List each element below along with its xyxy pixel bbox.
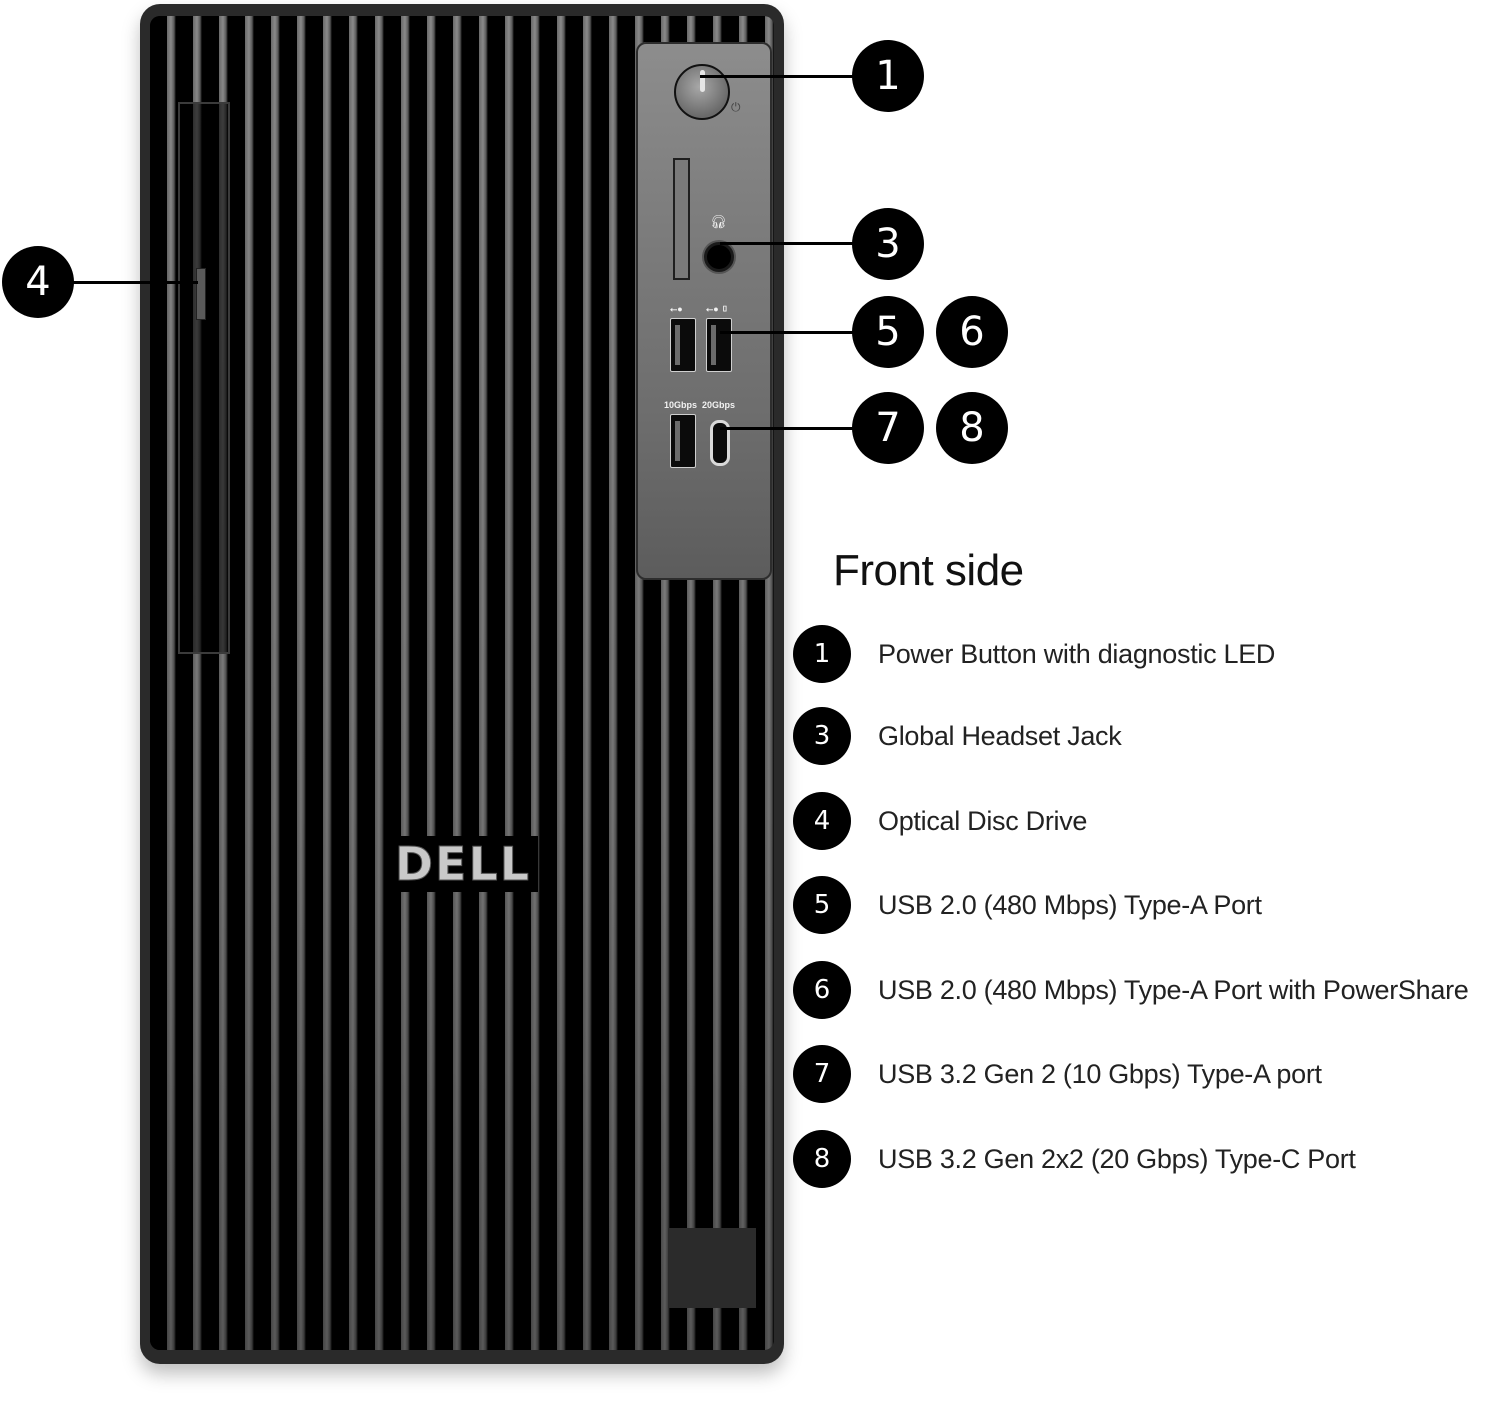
dell-logo-text: DELL bbox=[394, 837, 532, 891]
odd-eject-button bbox=[196, 268, 206, 320]
headset-jack bbox=[704, 242, 734, 272]
legend-label: Power Button with diagnostic LED bbox=[878, 638, 1276, 669]
leader-line-7-8 bbox=[720, 427, 860, 430]
usb-powershare-icon: ⭠● ▯ bbox=[706, 304, 729, 314]
usb-icon: ⭠● bbox=[670, 304, 683, 314]
legend-label: USB 2.0 (480 Mbps) Type-A Port with Powe… bbox=[878, 974, 1469, 1005]
leader-line-3 bbox=[720, 242, 860, 245]
usb-10gbps-label: 10Gbps bbox=[664, 400, 698, 410]
usb-a-port-7 bbox=[670, 414, 696, 468]
legend-number: 7 bbox=[793, 1045, 851, 1103]
legend-item: 1 Power Button with diagnostic LED bbox=[793, 624, 1275, 684]
dell-logo: DELL bbox=[388, 836, 538, 892]
leader-line-1 bbox=[700, 75, 860, 78]
callout-3: 3 bbox=[852, 208, 924, 280]
card-slot bbox=[673, 158, 690, 280]
legend-item: 6 USB 2.0 (480 Mbps) Type-A Port with Po… bbox=[793, 960, 1469, 1020]
optical-disc-drive-bay bbox=[178, 102, 230, 654]
legend-item: 3 Global Headset Jack bbox=[793, 706, 1122, 766]
legend-item: 5 USB 2.0 (480 Mbps) Type-A Port bbox=[793, 875, 1262, 935]
usb-20gbps-label: 20Gbps bbox=[702, 400, 736, 410]
usb-a-port-5 bbox=[670, 318, 696, 372]
legend-number: 8 bbox=[793, 1130, 851, 1188]
callout-7: 7 bbox=[852, 392, 924, 464]
callout-5: 5 bbox=[852, 296, 924, 368]
legend-item: 8 USB 3.2 Gen 2x2 (20 Gbps) Type-C Port bbox=[793, 1129, 1356, 1189]
legend-number: 5 bbox=[793, 876, 851, 934]
front-bezel: ⏻ 🎧︎ ⭠● ⭠● ▯ 10Gbps 20Gbps DELL bbox=[150, 16, 774, 1350]
usb-c-port-8 bbox=[710, 420, 730, 466]
diagnostic-led bbox=[700, 70, 705, 92]
legend-label: USB 3.2 Gen 2 (10 Gbps) Type-A port bbox=[878, 1058, 1322, 1089]
headset-icon: 🎧︎ bbox=[710, 214, 727, 229]
front-io-panel: ⏻ 🎧︎ ⭠● ⭠● ▯ 10Gbps 20Gbps bbox=[636, 42, 772, 580]
legend-number: 4 bbox=[793, 792, 851, 850]
bezel-bottom-panel bbox=[668, 1228, 756, 1308]
legend-title: Front side bbox=[833, 546, 1024, 595]
legend-label: USB 3.2 Gen 2x2 (20 Gbps) Type-C Port bbox=[878, 1143, 1356, 1174]
callout-8: 8 bbox=[936, 392, 1008, 464]
legend-number: 3 bbox=[793, 707, 851, 765]
power-icon: ⏻ bbox=[731, 100, 741, 114]
legend-number: 1 bbox=[793, 625, 851, 683]
leader-line-5-6 bbox=[720, 331, 860, 334]
legend-label: Optical Disc Drive bbox=[878, 805, 1088, 836]
power-button bbox=[674, 64, 730, 120]
leader-line-4 bbox=[70, 281, 198, 284]
legend-item: 7 USB 3.2 Gen 2 (10 Gbps) Type-A port bbox=[793, 1044, 1322, 1104]
usb-a-port-6 bbox=[706, 318, 732, 372]
callout-6: 6 bbox=[936, 296, 1008, 368]
callout-4: 4 bbox=[2, 246, 74, 318]
legend-number: 6 bbox=[793, 961, 851, 1019]
callout-1: 1 bbox=[852, 40, 924, 112]
legend-item: 4 Optical Disc Drive bbox=[793, 791, 1087, 851]
legend-label: Global Headset Jack bbox=[878, 720, 1122, 751]
desktop-tower: ⏻ 🎧︎ ⭠● ⭠● ▯ 10Gbps 20Gbps DELL bbox=[140, 4, 784, 1364]
legend-label: USB 2.0 (480 Mbps) Type-A Port bbox=[878, 889, 1262, 920]
